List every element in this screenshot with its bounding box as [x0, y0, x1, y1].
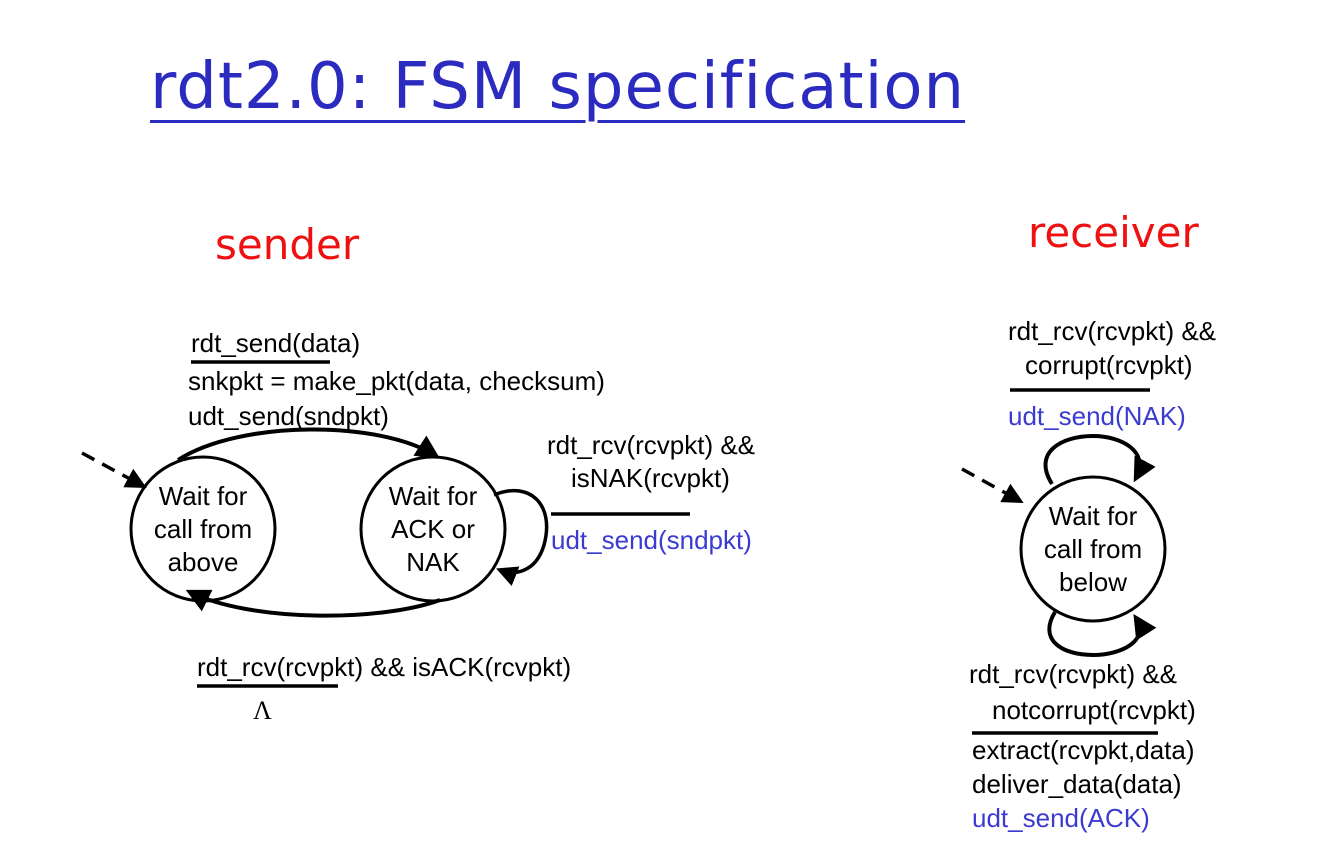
notcorrupt-action-udt-send: udt_send(ACK) — [972, 803, 1150, 833]
ack-action-lambda: Λ — [253, 696, 272, 725]
state-line: below — [1059, 567, 1127, 597]
state-wait-ack-nak-label: Wait for ACK or NAK — [361, 480, 505, 579]
ack-event-text: rdt_rcv(rcvpkt) && isACK(rcvpkt) — [197, 652, 572, 682]
ack-transition-arrow — [185, 589, 441, 618]
notcorrupt-event-text-2: notcorrupt(rcvpkt) — [992, 695, 1196, 725]
corrupt-self-loop-arrow — [1043, 433, 1156, 486]
state-wait-call-below — [1019, 475, 1167, 623]
state-line: call from — [1043, 534, 1143, 564]
state-line: Wait for — [388, 481, 478, 511]
nak-event-text-1: rdt_rcv(rcvpkt) && — [547, 430, 756, 460]
state-line: Wait for — [1048, 501, 1138, 531]
notcorrupt-event-text-1: rdt_rcv(rcvpkt) && — [969, 659, 1178, 689]
state-wait-call-above-label: Wait for call from above — [131, 480, 275, 579]
sender-initial-arrow — [81, 451, 147, 488]
corrupt-event-text-1: rdt_rcv(rcvpkt) && — [1008, 316, 1217, 346]
send-transition-arrow — [176, 427, 441, 462]
send-action-make-pkt: snkpkt = make_pkt(data, checksum) — [188, 366, 605, 396]
nak-event-text-2: isNAK(rcvpkt) — [571, 463, 730, 493]
notcorrupt-action-extract: extract(rcvpkt,data) — [972, 735, 1195, 765]
receiver-initial-arrow — [961, 467, 1024, 504]
corrupt-event-text-2: corrupt(rcvpkt) — [1025, 350, 1193, 380]
notcorrupt-self-loop-arrow — [1047, 610, 1157, 658]
notcorrupt-action-deliver: deliver_data(data) — [972, 769, 1182, 799]
state-wait-call-below-label: Wait for call from below — [1021, 500, 1165, 599]
nak-action-text: udt_send(sndpkt) — [551, 525, 752, 555]
sender-label: sender — [215, 220, 360, 269]
receiver-label: receiver — [1028, 208, 1199, 257]
state-line: above — [167, 547, 239, 577]
send-event-text: rdt_send(data) — [191, 328, 361, 358]
corrupt-action-text: udt_send(NAK) — [1008, 401, 1186, 431]
state-line: Wait for — [158, 481, 248, 511]
state-line: NAK — [406, 547, 460, 577]
nak-self-loop-arrow — [493, 488, 549, 586]
slide-title: rdt2.0: FSM specification — [150, 50, 966, 124]
state-line: call from — [153, 514, 253, 544]
state-line: ACK or — [391, 514, 475, 544]
send-action-udt-send: udt_send(sndpkt) — [188, 401, 389, 431]
